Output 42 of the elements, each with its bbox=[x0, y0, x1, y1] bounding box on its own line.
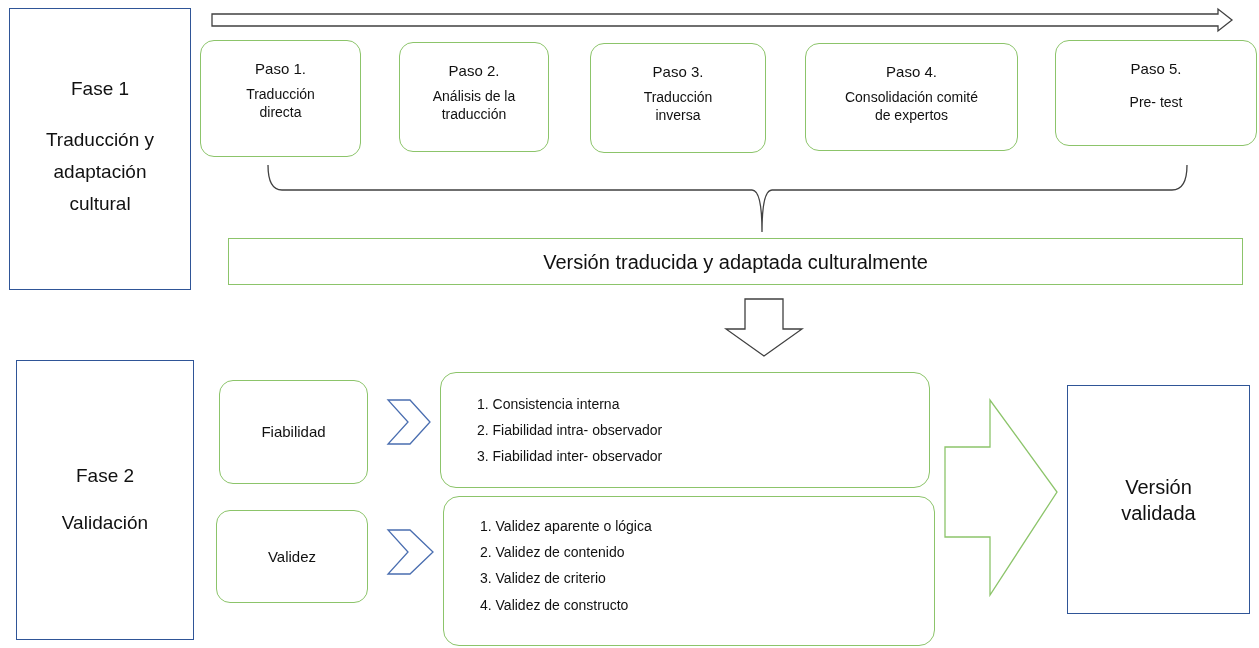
step-box bbox=[590, 43, 766, 153]
phase-title: Fase 1 bbox=[70, 77, 130, 102]
chevron-arrow bbox=[386, 399, 431, 445]
phase-box bbox=[9, 8, 191, 290]
list-item: 1. Consistencia interna bbox=[477, 394, 620, 413]
step-title: Paso 2. bbox=[448, 61, 500, 81]
result-label: Versión validada bbox=[1120, 474, 1197, 526]
step-title: Paso 3. bbox=[652, 62, 704, 82]
step-description: Traducción inversa bbox=[642, 87, 714, 124]
step-box bbox=[399, 42, 549, 152]
step-title: Paso 4. bbox=[886, 62, 937, 82]
category-box bbox=[219, 380, 368, 484]
list-item: 3. Fiabilidad inter- observador bbox=[477, 447, 663, 466]
list-item: 3. Validez de criterio bbox=[480, 569, 606, 588]
category-box bbox=[216, 510, 368, 603]
step-description: Análisis de la traducción bbox=[431, 86, 517, 123]
list-box bbox=[443, 496, 935, 646]
step-box bbox=[200, 40, 361, 157]
list-item: 2. Fiabilidad intra- observador bbox=[477, 420, 663, 440]
phase-description: Validación bbox=[61, 511, 149, 535]
step-description: Pre- test bbox=[1129, 92, 1183, 111]
list-item: 2. Validez de contenido bbox=[480, 543, 625, 562]
step-box bbox=[805, 43, 1018, 151]
phase-title: Fase 2 bbox=[75, 464, 135, 489]
phase-box bbox=[16, 360, 194, 640]
block-arrow bbox=[723, 298, 805, 357]
step-title: Paso 5. bbox=[1130, 59, 1182, 79]
phase-description: Traducción y adaptación cultural bbox=[44, 127, 156, 217]
step-title: Paso 1. bbox=[255, 59, 306, 79]
result-box bbox=[228, 238, 1243, 285]
category-label: Fiabilidad bbox=[261, 422, 326, 442]
list-item: 1. Validez aparente o lógica bbox=[480, 517, 652, 536]
list-box bbox=[440, 372, 930, 488]
block-arrow bbox=[944, 398, 1058, 598]
step-description: Consolidación comité de expertos bbox=[843, 87, 980, 124]
step-box bbox=[1055, 40, 1257, 146]
chevron-arrow bbox=[386, 529, 434, 575]
list-item: 4. Validez de constructo bbox=[480, 595, 629, 614]
category-label: Validez bbox=[267, 546, 317, 567]
step-description: Traducción directa bbox=[245, 84, 316, 121]
result-box bbox=[1067, 385, 1250, 614]
result-label: Versión traducida y adaptada culturalmente bbox=[543, 249, 928, 275]
